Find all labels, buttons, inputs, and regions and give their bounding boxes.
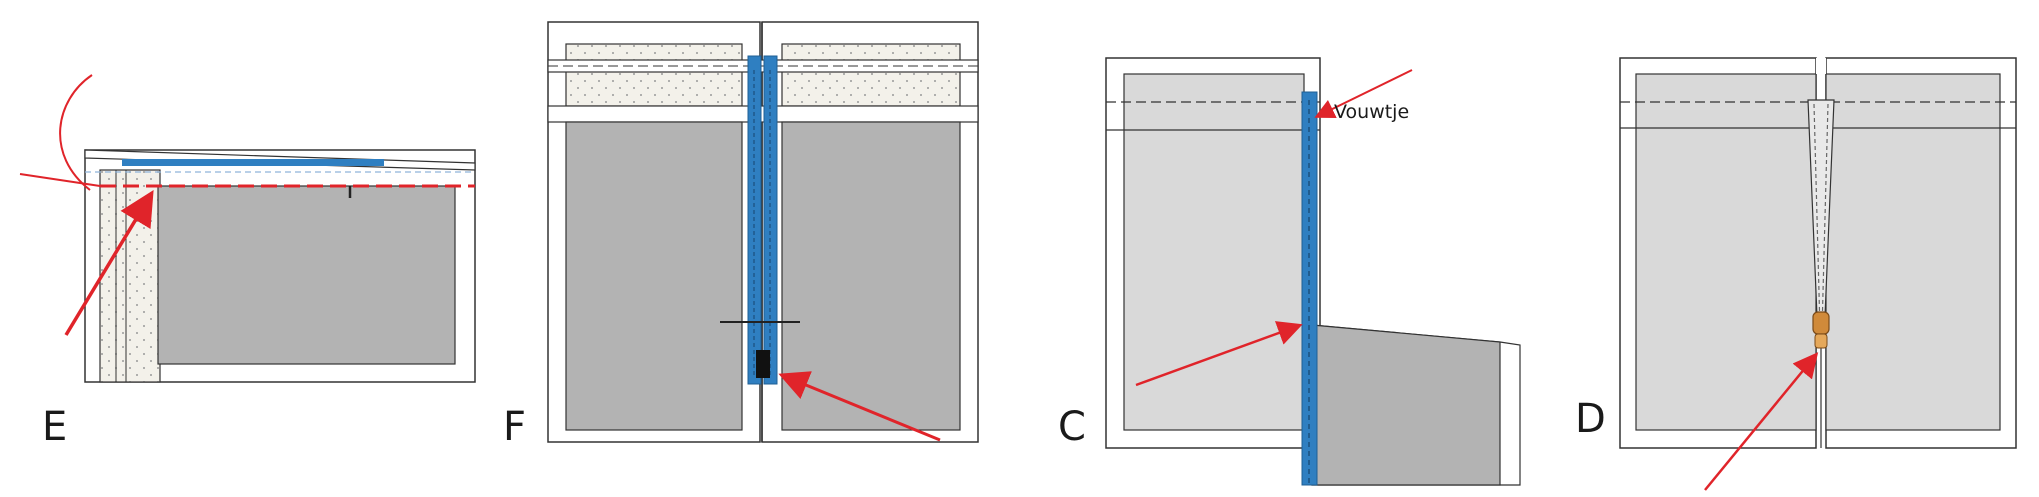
interfacing-strip [99,169,161,383]
zipper-stop [756,350,770,378]
fabric-right [781,121,961,431]
arrow-e [64,190,154,336]
panel-letter-d: D [1575,396,1606,442]
panel-letter-c: C [1058,404,1086,450]
panel-c: Vouwtje C [1058,57,1521,486]
fabric-right-d [1825,73,2001,431]
arrow-c-top [1314,69,1413,118]
fabric-left [565,121,743,431]
fabric-left-c [1123,73,1305,431]
interfacing-left [565,43,743,107]
panel-e: E [19,74,476,450]
panel-letter-e: E [42,404,67,450]
panel-d: D [1575,57,2017,491]
fold-label: Vouwtje [1334,101,1409,123]
panel-letter-f: F [503,404,526,450]
panel-f: F [503,21,979,450]
zipper-tape-c [1301,91,1318,486]
interfacing-right [781,43,961,107]
zipper-pull-icon [1812,311,1830,349]
zipper-tape [122,159,384,166]
fabric-panel [157,185,456,365]
fabric-left-d [1635,73,1817,431]
arrow-d [1704,352,1819,491]
arrow-f [778,371,941,442]
arrow-c-bottom [1135,321,1303,387]
